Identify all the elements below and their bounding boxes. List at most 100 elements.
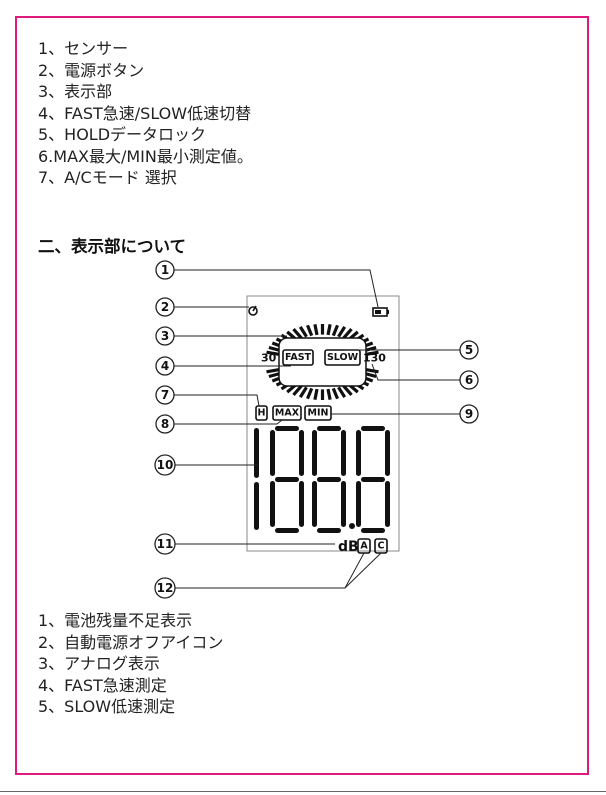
- callout-3: 3: [156, 327, 174, 345]
- feature-item-display: 3、表示部: [38, 81, 253, 103]
- analog-bar-tick: [339, 327, 345, 337]
- callout-2-number: 2: [161, 300, 169, 314]
- callout-9-number: 9: [465, 407, 473, 421]
- callout-11: 11: [155, 534, 175, 554]
- leader-line-12b: [345, 553, 381, 588]
- digit-2-segment: [299, 481, 304, 527]
- feature-item-ac-mode: 7、A/Cモード 選択: [38, 167, 253, 189]
- digit-4-segment: [361, 528, 385, 533]
- callout-1-number: 1: [161, 263, 169, 277]
- analog-bar-tick: [333, 388, 337, 398]
- scale-min-label: 30: [261, 352, 277, 365]
- digit-3-segment: [317, 528, 341, 533]
- hold-indicator-text: H: [258, 408, 266, 419]
- digit-2-segment: [275, 477, 299, 482]
- unit-db-label: dB: [338, 539, 359, 555]
- display-item-analog: 3、アナログ表示: [38, 653, 223, 675]
- hold-indicator: H: [256, 406, 267, 420]
- digit-4-segment: [356, 430, 361, 476]
- analog-bar-tick: [315, 389, 317, 400]
- leader-line-7: [174, 395, 259, 406]
- seven-segment-digits: [254, 426, 390, 533]
- display-item-auto-off: 2、自動電源オフアイコン: [38, 632, 223, 654]
- leader-line-6: [372, 364, 460, 380]
- slow-indicator-text: SLOW: [327, 352, 359, 363]
- display-item-slow: 5、SLOW低速測定: [38, 696, 223, 718]
- callout-2: 2: [156, 298, 174, 316]
- digit-1-segment: [254, 428, 259, 478]
- feature-list: 1、センサー 2、電源ボタン 3、表示部 4、FAST急速/SLOW低速切替 5…: [38, 38, 253, 189]
- analog-bar-tick: [300, 387, 306, 397]
- bottom-rule: [0, 791, 606, 792]
- callout-5: 5: [460, 341, 478, 359]
- digit-2-segment: [270, 481, 275, 527]
- digit-1-segment: [254, 482, 259, 530]
- callout-11-number: 11: [157, 537, 174, 551]
- max-indicator: MAX: [273, 406, 301, 420]
- max-indicator-text: MAX: [275, 408, 300, 419]
- digit-4-segment: [385, 481, 390, 527]
- analog-bar-tick: [315, 324, 317, 335]
- digit-4-segment: [361, 426, 385, 431]
- display-item-fast: 4、FAST急速測定: [38, 675, 223, 697]
- leader-line-1: [174, 270, 378, 307]
- digit-2-segment: [275, 426, 299, 431]
- callout-10: 10: [155, 455, 175, 475]
- digit-3-segment: [317, 426, 341, 431]
- digit-3-segment: [317, 477, 341, 482]
- callout-6-number: 6: [465, 373, 473, 387]
- analog-bar-tick: [328, 324, 330, 335]
- mode-a-indicator-text: A: [360, 541, 368, 552]
- digit-3-segment: [312, 430, 317, 476]
- analog-bar-tick: [339, 387, 345, 397]
- callout-12-number: 12: [157, 581, 174, 595]
- callout-8: 8: [156, 415, 174, 433]
- feature-item-max-min: 6.MAX最大/MIN最小測定値。: [38, 146, 253, 168]
- digit-2-segment: [299, 430, 304, 476]
- callout-4: 4: [156, 357, 174, 375]
- callout-10-number: 10: [157, 458, 174, 472]
- feature-item-sensor: 1、センサー: [38, 38, 253, 60]
- battery-low-icon: [373, 308, 389, 316]
- analog-bar-tick: [333, 325, 337, 335]
- mode-c-indicator-text: C: [378, 541, 385, 552]
- analog-bar-tick: [300, 327, 306, 337]
- digit-2-segment: [270, 430, 275, 476]
- section-heading: 二、表示部について: [38, 233, 186, 257]
- callout-7: 7: [156, 386, 174, 404]
- digit-3-segment: [341, 430, 346, 476]
- callout-7-number: 7: [161, 388, 169, 402]
- lcd-diagram: FAST SLOW 30 130 H MAX MIN dB A C: [140, 258, 520, 600]
- analog-bar-tick: [308, 388, 312, 398]
- digit-4-segment: [361, 477, 385, 482]
- fast-indicator: FAST: [283, 350, 313, 365]
- display-item-list: 1、電池残量不足表示 2、自動電源オフアイコン 3、アナログ表示 4、FAST急…: [38, 610, 223, 718]
- callout-6: 6: [460, 371, 478, 389]
- min-indicator-text: MIN: [308, 408, 329, 419]
- digit-3-segment: [312, 481, 317, 527]
- digit-3-segment: [341, 481, 346, 527]
- digit-2-segment: [275, 528, 299, 533]
- feature-item-hold: 5、HOLDデータロック: [38, 124, 253, 146]
- callout-4-number: 4: [161, 359, 169, 373]
- display-item-battery: 1、電池残量不足表示: [38, 610, 223, 632]
- callout-1: 1: [156, 261, 174, 279]
- callout-9: 9: [460, 405, 478, 423]
- callout-3-number: 3: [161, 329, 169, 343]
- auto-power-off-icon: [249, 306, 257, 315]
- digit-4-segment: [385, 430, 390, 476]
- callout-5-number: 5: [465, 343, 473, 357]
- analog-bar-tick: [328, 389, 330, 400]
- min-indicator: MIN: [305, 406, 331, 420]
- analog-bar-tick: [308, 325, 312, 335]
- scale-max-label: 130: [363, 352, 386, 365]
- leader-line-12a: [174, 553, 364, 588]
- feature-item-power-button: 2、電源ボタン: [38, 60, 253, 82]
- feature-item-fast-slow: 4、FAST急速/SLOW低速切替: [38, 103, 253, 125]
- callout-8-number: 8: [161, 417, 169, 431]
- digit-4-segment: [356, 481, 361, 527]
- slow-indicator: SLOW: [325, 350, 360, 365]
- decimal-point: [349, 523, 355, 529]
- fast-indicator-text: FAST: [285, 352, 312, 363]
- callout-12: 12: [155, 578, 175, 598]
